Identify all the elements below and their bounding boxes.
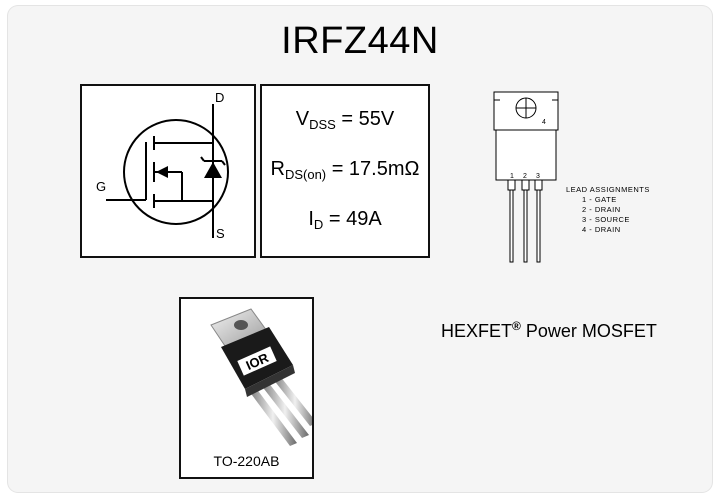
spec-rds-on: RDS(on) = 17.5mΩ — [270, 158, 420, 182]
key-specs-box: VDSS = 55V RDS(on) = 17.5mΩ ID = 49A — [260, 84, 430, 258]
spec-id: ID = 49A — [308, 208, 382, 232]
lead-item: 2 - DRAIN — [582, 205, 621, 214]
lead-assignments-heading: LEAD ASSIGNMENTS — [566, 185, 650, 194]
drain-pin-label: D — [215, 90, 224, 105]
pin-lead-3 — [536, 189, 541, 263]
ir-logo-icon — [237, 346, 277, 376]
package-label: TO-220AB — [213, 453, 280, 469]
lead-item: 4 - DRAIN — [582, 225, 621, 234]
to220-package-illustration: IOR — [210, 308, 312, 446]
lead-item: 3 - SOURCE — [582, 215, 630, 224]
package-lead — [273, 376, 312, 426]
pin-lead-1 — [509, 189, 514, 263]
pin-number-1: 1 — [510, 173, 514, 180]
mosfet-symbol-box: D G S — [80, 84, 256, 258]
pin-number-3: 3 — [536, 173, 540, 180]
package-lead — [249, 388, 297, 446]
body-diode-icon — [204, 162, 222, 178]
spec-vdss: VDSS = 55V — [295, 108, 395, 132]
n-channel-mosfet-symbol: D G S — [96, 90, 229, 241]
source-pin-label: S — [216, 226, 225, 241]
hexfet-title: HEXFET® Power MOSFET — [441, 319, 657, 341]
lead-item: 1 - GATE — [582, 195, 617, 204]
gate-pin-label: G — [96, 179, 106, 194]
package-photo-box: IOR TO-220AB — [179, 297, 314, 479]
pin-lead-2 — [523, 189, 528, 263]
pin-number-2: 2 — [523, 173, 527, 180]
channel-arrow-icon — [156, 166, 168, 178]
package-lead — [261, 382, 309, 438]
symbol-circle — [123, 119, 229, 225]
lead-assignments: LEAD ASSIGNMENTS 1 - GATE 2 - DRAIN 3 - … — [566, 185, 650, 235]
datasheet-page: IRFZ44N — [8, 6, 712, 492]
part-number-title: IRFZ44N — [281, 20, 439, 62]
tab-pin-number: 4 — [542, 119, 546, 126]
package-outline-drawing: 4 1 2 3 — [493, 91, 559, 263]
